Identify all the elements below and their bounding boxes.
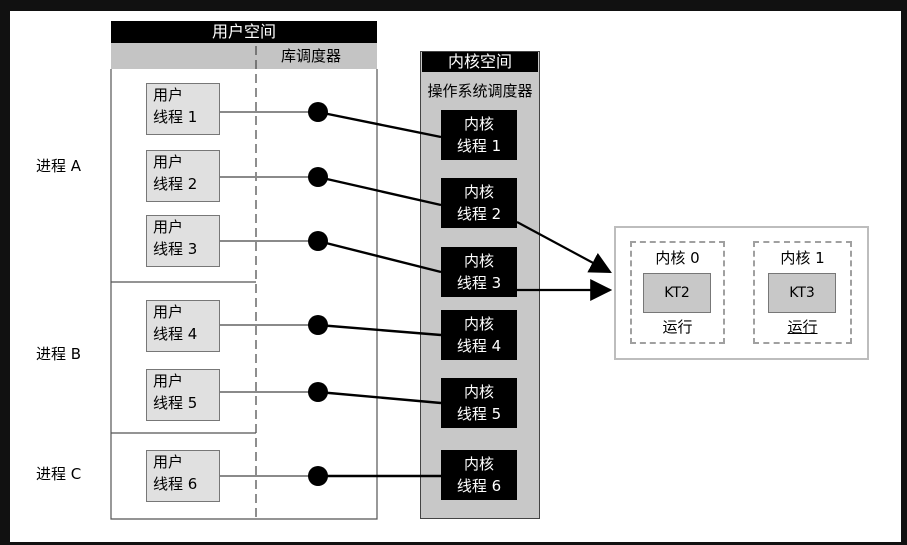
kernel-thread-6-line1: 内核 (463, 455, 494, 473)
user-space-header: 用户空间 (111, 21, 377, 43)
user-thread-1: 用户 线程 1 (146, 83, 220, 135)
cpu-core-0-status: 运行 (662, 318, 693, 336)
process-label-c: 进程 C (36, 465, 82, 483)
cpu-core-0 (630, 241, 725, 344)
kernel-thread-2-line2: 线程 2 (456, 205, 502, 223)
user-thread-6-line1: 用户 (153, 453, 184, 471)
cpu-core-1-status: 运行 (787, 318, 818, 336)
user-space-border (110, 69, 378, 520)
user-thread-2-line2: 线程 2 (153, 175, 198, 193)
thread-connectors (220, 102, 442, 486)
connector-line-2 (317, 175, 442, 207)
os-scheduler-label: 操作系统调度器 (427, 82, 533, 100)
user-thread-4-line2: 线程 4 (153, 325, 198, 343)
user-thread-4: 用户 线程 4 (146, 300, 220, 352)
kernel-thread-5: 内核 线程 5 (441, 378, 517, 428)
user-thread-2: 用户 线程 2 (146, 150, 220, 202)
cpu-core-0-label: 内核 0 (655, 249, 700, 267)
kernel-thread-1: 内核 线程 1 (441, 110, 517, 160)
kernel-thread-5-line1: 内核 (463, 383, 494, 401)
cpu-core-0-thread: KT2 (643, 273, 711, 313)
user-thread-1-line1: 用户 (153, 86, 184, 104)
user-thread-6: 用户 线程 6 (146, 450, 220, 502)
user-space-title: 用户空间 (211, 22, 276, 41)
user-thread-6-line2: 线程 6 (153, 475, 198, 493)
library-scheduler-label: 库调度器 (281, 47, 342, 65)
kernel-thread-4: 内核 线程 4 (441, 310, 517, 360)
connector-line-3 (317, 239, 442, 274)
kernel-thread-1-line2: 线程 1 (456, 137, 502, 155)
kernel-thread-4-line2: 线程 4 (456, 337, 502, 355)
process-label-b: 进程 B (36, 345, 82, 363)
kernel-thread-4-line1: 内核 (463, 315, 494, 333)
cpu-core-1 (753, 241, 852, 344)
kernel-thread-3-line2: 线程 3 (456, 274, 502, 292)
user-thread-5-line2: 线程 5 (153, 394, 198, 412)
cpu-core-1-label: 内核 1 (780, 249, 825, 267)
kernel-space-title: 内核空间 (447, 52, 512, 71)
user-thread-1-line2: 线程 1 (153, 108, 198, 126)
kernel-thread-3-line1: 内核 (463, 252, 494, 270)
kernel-space-header: 内核空间 (422, 52, 538, 72)
kernel-thread-6-line2: 线程 6 (456, 477, 502, 495)
library-scheduler-header: 库调度器 (111, 43, 377, 69)
user-thread-5: 用户 线程 5 (146, 369, 220, 421)
user-thread-4-line1: 用户 (153, 303, 184, 321)
kernel-thread-2: 内核 线程 2 (441, 178, 517, 228)
arrow-kt2-to-core-0 (516, 221, 612, 274)
connector-line-5 (317, 390, 442, 405)
kernel-thread-5-line2: 线程 5 (456, 405, 502, 423)
kernel-thread-2-line1: 内核 (463, 183, 494, 201)
kernel-thread-3: 内核 线程 3 (441, 247, 517, 297)
user-thread-3-line2: 线程 3 (153, 240, 198, 258)
user-thread-2-line1: 用户 (153, 153, 184, 171)
connector-line-4 (317, 323, 442, 337)
user-thread-5-line1: 用户 (153, 372, 184, 390)
kernel-thread-1-line1: 内核 (463, 115, 494, 133)
cpu-core-1-thread: KT3 (768, 273, 836, 313)
connector-line-1 (317, 110, 442, 139)
process-label-a: 进程 A (36, 157, 82, 175)
user-thread-3-line1: 用户 (153, 218, 184, 236)
kernel-thread-6: 内核 线程 6 (441, 450, 517, 500)
user-thread-3: 用户 线程 3 (146, 215, 220, 267)
